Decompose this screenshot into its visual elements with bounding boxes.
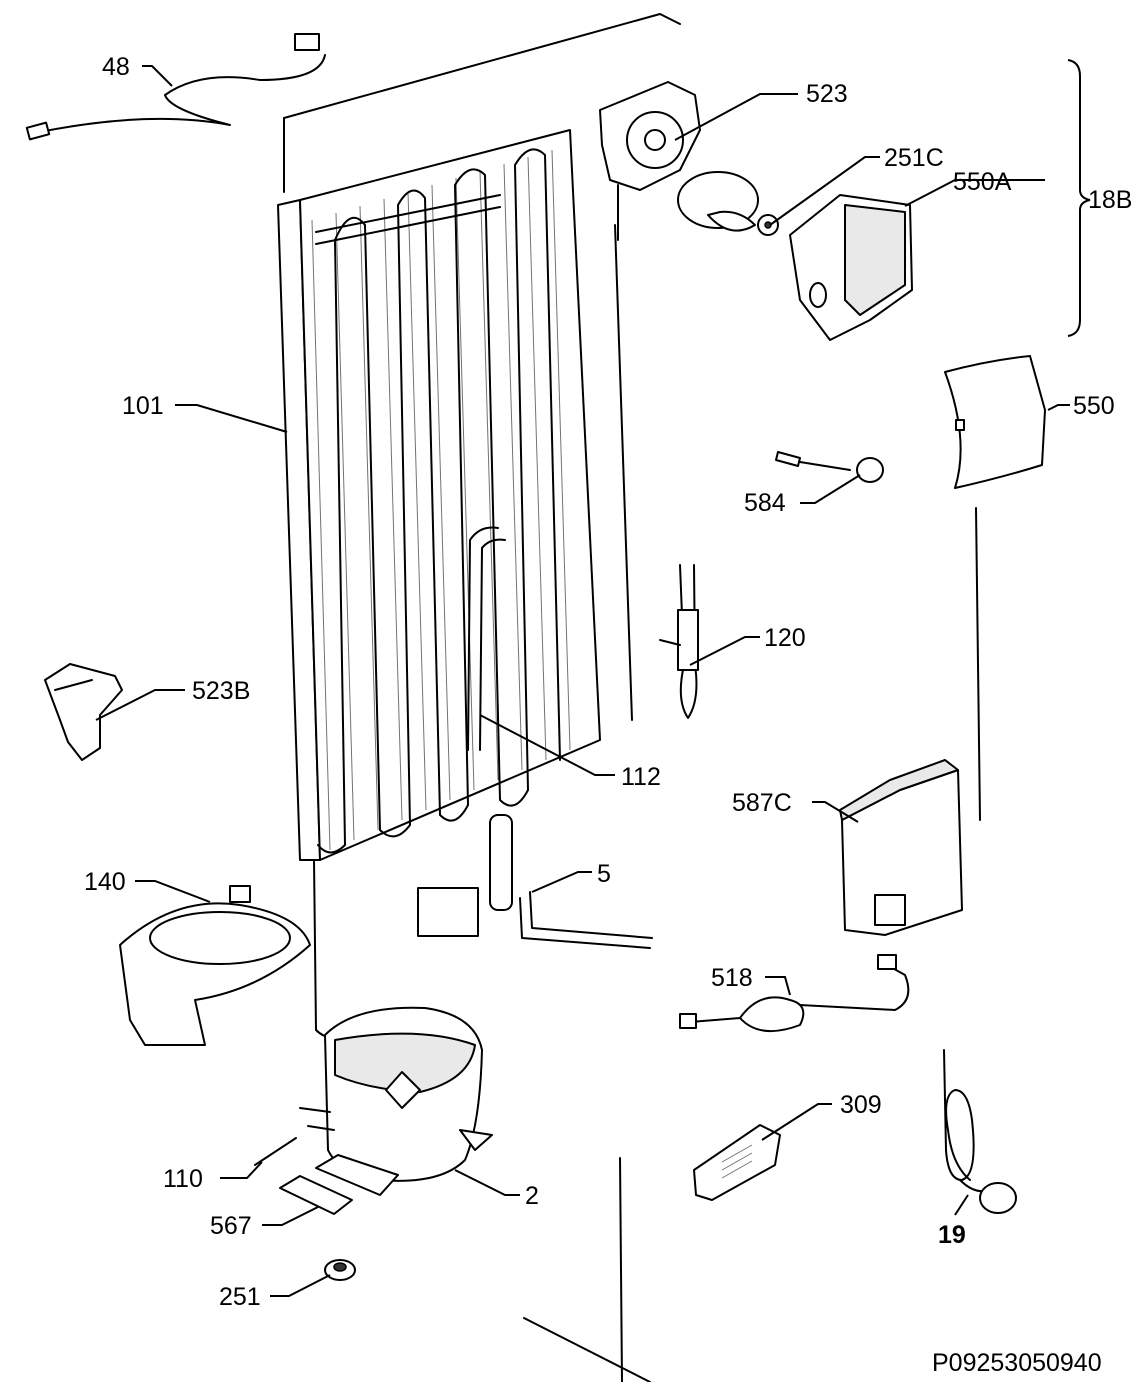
label-584: 584 <box>744 489 786 517</box>
condenser-grill <box>311 149 571 851</box>
bracket-18b <box>1067 59 1091 337</box>
label-309: 309 <box>840 1091 882 1119</box>
label-550: 550 <box>1073 392 1115 420</box>
label-140: 140 <box>84 868 126 896</box>
label-523: 523 <box>806 80 848 108</box>
drip-tray-140 <box>119 885 311 1046</box>
sensor-584 <box>775 451 884 483</box>
label-19: 19 <box>938 1221 966 1249</box>
thermostat-120 <box>659 564 699 719</box>
sensor-cable-48 <box>25 33 326 141</box>
module-309-vents <box>721 1144 753 1179</box>
leader-lines <box>95 65 1070 1297</box>
cover-550 <box>944 355 1046 489</box>
dryer-valve-5 <box>417 814 653 949</box>
label-587c: 587C <box>732 789 792 817</box>
cable-518 <box>679 954 910 1033</box>
grommet-251 <box>324 1259 356 1281</box>
relay-box-587c <box>839 759 963 936</box>
drawing-code: P09253050940 <box>932 1349 1102 1377</box>
compressor-2 <box>299 1006 493 1196</box>
cabinet-outline <box>283 13 981 1382</box>
condenser-101 <box>277 129 633 1039</box>
label-18b: 18B <box>1088 186 1132 214</box>
label-112: 112 <box>621 763 661 791</box>
plate-567 <box>279 1175 353 1215</box>
label-120: 120 <box>764 624 806 652</box>
label-110: 110 <box>163 1165 203 1193</box>
clip-523b <box>44 663 123 761</box>
label-5: 5 <box>597 860 611 888</box>
gear-251c <box>757 214 779 236</box>
fan-housing-523 <box>599 81 701 191</box>
label-2: 2 <box>525 1182 539 1210</box>
label-567: 567 <box>210 1212 252 1240</box>
power-cord-19 <box>943 1049 1017 1214</box>
part-labels: 48 523 251C 550A 18B 101 550 584 120 523… <box>84 53 1132 1377</box>
module-309 <box>693 1124 781 1201</box>
pin-110 <box>254 1137 297 1166</box>
label-518: 518 <box>711 964 753 992</box>
label-523b: 523B <box>192 677 250 705</box>
fan-motor <box>677 171 759 232</box>
label-251: 251 <box>219 1283 261 1311</box>
label-550a: 550A <box>953 168 1012 196</box>
label-101: 101 <box>122 392 164 420</box>
label-251c: 251C <box>884 144 944 172</box>
label-48: 48 <box>102 53 130 81</box>
fan-cover-550a <box>789 194 913 341</box>
